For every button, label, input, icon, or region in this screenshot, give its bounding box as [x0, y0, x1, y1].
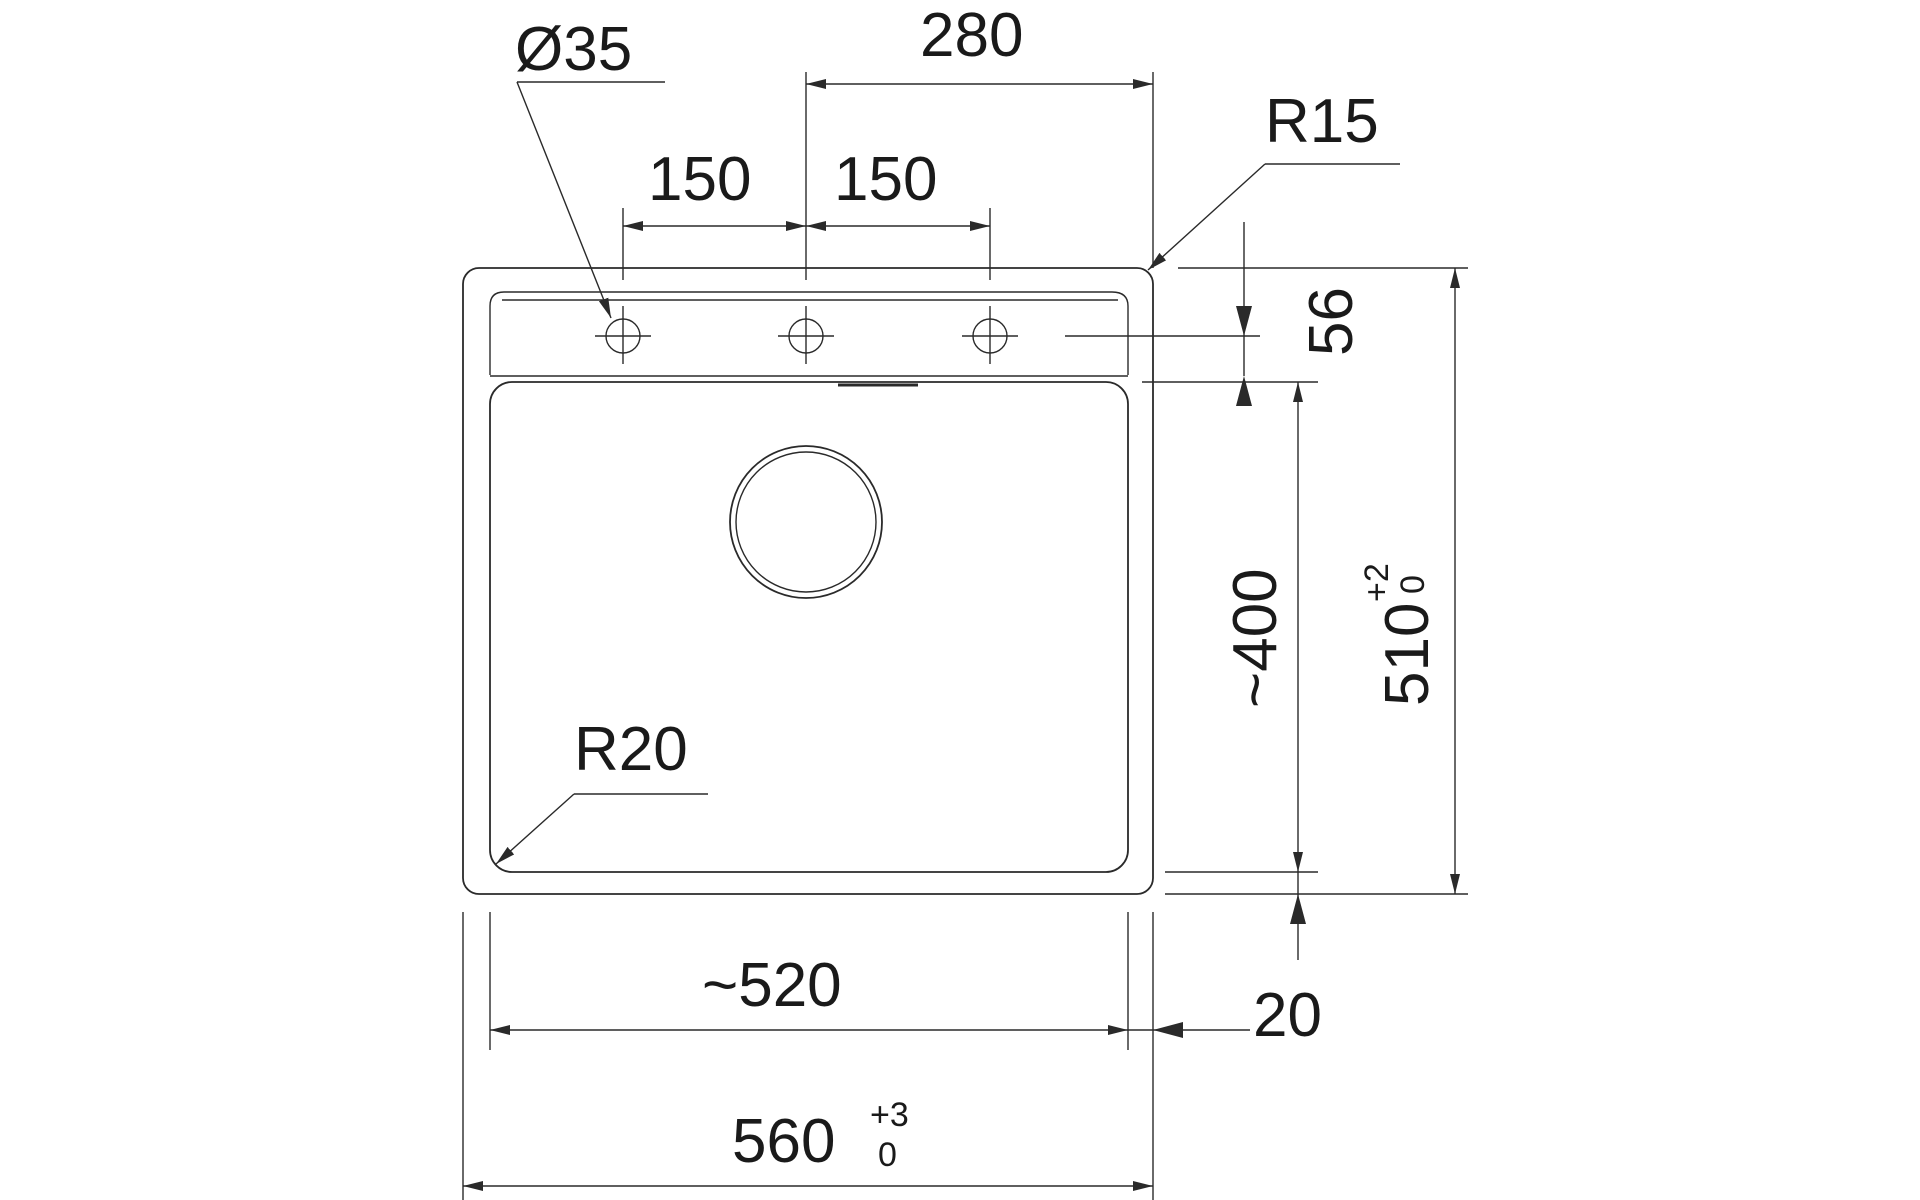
leader-r15 — [1147, 163, 1266, 271]
dimension-lines — [463, 79, 1460, 1191]
tap-hole-right — [962, 306, 1018, 364]
label-total-width: 560 +3 0 — [732, 1096, 909, 1176]
label-hole-span: 280 — [920, 1, 1023, 70]
total-width-tol-upper: +3 — [870, 1096, 909, 1134]
total-depth-value: 510 — [1373, 603, 1442, 706]
label-corner-radius-bowl: R20 — [574, 715, 688, 784]
tap-hole-center — [778, 306, 834, 364]
label-hole-diameter: Ø35 — [515, 15, 632, 84]
label-bowl-depth: ~400 — [1221, 568, 1290, 708]
total-depth-tol-lower: 0 — [1394, 575, 1432, 594]
leader-d35 — [516, 81, 612, 319]
label-corner-radius-outer: R15 — [1265, 87, 1379, 156]
sink-outer-edge — [462, 267, 1154, 895]
label-hole-spacing-left: 150 — [648, 145, 751, 214]
total-width-tol-lower: 0 — [878, 1136, 897, 1174]
bowl-outline — [489, 381, 1129, 873]
sink-outline — [462, 267, 1154, 895]
leader-r20 — [495, 793, 575, 865]
total-depth-tol-upper: +2 — [1358, 563, 1396, 602]
label-hole-spacing-right: 150 — [834, 145, 937, 214]
label-total-depth: 510 +2 0 — [1358, 563, 1442, 706]
label-bowl-width: ~520 — [702, 951, 842, 1020]
label-ledge-depth: 56 — [1297, 287, 1366, 356]
drain-hole — [729, 445, 883, 599]
tap-holes — [595, 306, 1018, 364]
tap-hole-left — [595, 306, 651, 364]
dimension-labels: Ø35 280 150 150 R15 56 ~400 510 +2 0 R20… — [515, 1, 1442, 1176]
leader-lines — [495, 81, 1400, 865]
sink-ledge-outline — [489, 291, 1129, 375]
label-front-margin: 20 — [1253, 981, 1322, 1050]
total-width-value: 560 — [732, 1107, 835, 1176]
